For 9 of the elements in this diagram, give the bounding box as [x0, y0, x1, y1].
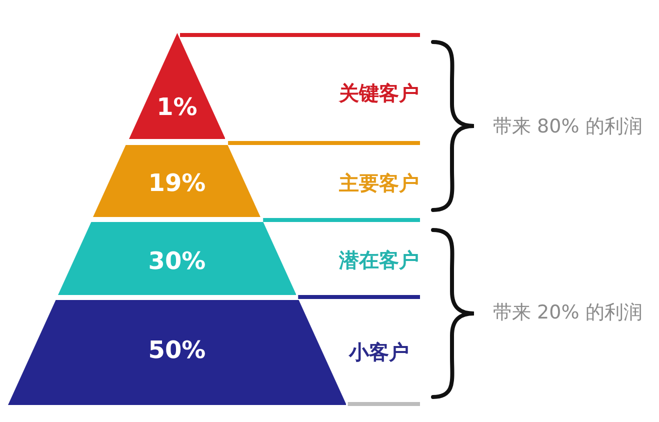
profit-note: 带来 20% 的利润: [493, 304, 642, 322]
percent-label: 19%: [148, 171, 206, 195]
percent-label: 50%: [148, 338, 206, 362]
profit-note: 带来 80% 的利润: [493, 118, 642, 136]
percent-label: 30%: [148, 249, 206, 273]
layer-label: 潜在客户: [339, 250, 419, 270]
percent-label: 1%: [156, 95, 198, 119]
layer-label: 关键客户: [339, 83, 419, 103]
layer-label: 主要客户: [339, 173, 419, 193]
